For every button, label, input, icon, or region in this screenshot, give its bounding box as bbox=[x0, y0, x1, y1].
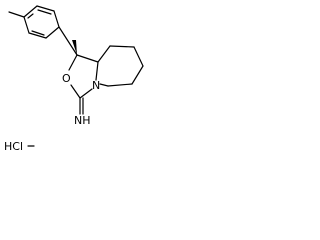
bond-ring-a4 bbox=[53, 10, 60, 28]
bond-pip-4 bbox=[131, 65, 144, 85]
stereo-wedge-bond bbox=[72, 40, 77, 55]
bond-c1-o bbox=[68, 54, 78, 71]
chemical-structure-diagram: O N NH HCl bbox=[4, 5, 144, 153]
imine-nh-label: NH bbox=[74, 114, 91, 127]
bond-ring-a3 bbox=[45, 26, 60, 39]
bond-pip-1 bbox=[97, 45, 111, 63]
bond-methyl bbox=[8, 11, 25, 18]
bond-aromatic-2 bbox=[37, 9, 52, 15]
bond-aromatic-1 bbox=[31, 30, 45, 36]
bond-ring-a2 bbox=[28, 32, 47, 39]
hcl-salt-label: HCl bbox=[4, 140, 23, 153]
bond-pip-3 bbox=[133, 46, 144, 67]
nitrogen-atom-label: N bbox=[92, 79, 100, 92]
structure-canvas: O N NH HCl bbox=[0, 0, 210, 159]
bond-set bbox=[8, 5, 144, 147]
bond-ring-a6 bbox=[23, 5, 38, 18]
bond-aromatic-3 bbox=[27, 13, 34, 19]
bond-pip-2 bbox=[109, 45, 135, 48]
bond-c8a-c1 bbox=[76, 54, 99, 63]
bond-aryl-c1 bbox=[58, 26, 78, 56]
bond-ring-a1 bbox=[23, 16, 30, 34]
bond-pip-6 bbox=[99, 83, 109, 87]
oxygen-atom-label: O bbox=[62, 72, 71, 85]
bond-n-c8a bbox=[95, 61, 99, 81]
bond-o-c3 bbox=[70, 84, 81, 99]
bond-c3-n bbox=[79, 88, 93, 99]
bond-pip-5 bbox=[107, 83, 133, 87]
bond-ring-a5 bbox=[36, 5, 55, 12]
